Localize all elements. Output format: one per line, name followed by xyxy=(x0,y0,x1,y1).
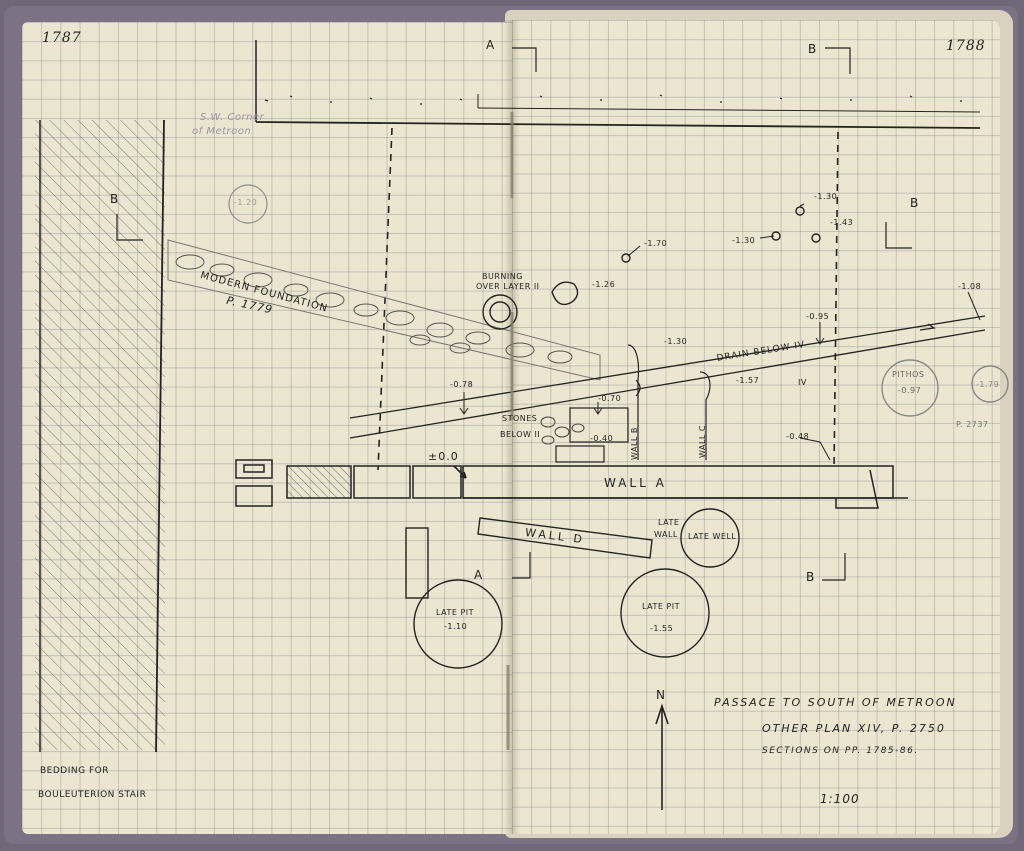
level-label: -1.57 xyxy=(736,376,760,385)
bedding-label-2: BOULEUTERION STAIR xyxy=(38,790,147,800)
sw-corner-label-2: of Metroon xyxy=(192,126,252,137)
binding-gutter xyxy=(504,20,520,834)
binding-stitch xyxy=(506,112,514,750)
level-label: -1.30 xyxy=(664,337,688,346)
north-arrow xyxy=(655,703,669,810)
page-number-right: 1788 xyxy=(946,38,986,54)
page-number-left: 1787 xyxy=(42,30,82,46)
late-wall-label: LATE xyxy=(658,518,680,527)
wall-c-label: WALL C xyxy=(698,425,707,458)
section-label: B xyxy=(910,196,920,210)
plan-title: PASSACE TO SOUTH OF METROON xyxy=(714,696,957,709)
level-label: -1.30 xyxy=(814,192,838,201)
wall-a xyxy=(235,459,908,509)
stones-label: STONES xyxy=(502,414,538,423)
north-boundary xyxy=(255,40,981,129)
level-label: -0.78 xyxy=(450,380,474,389)
plan-subtitle: OTHER PLAN XIV, P. 2750 xyxy=(762,722,946,735)
sections-reference: SECTIONS ON PP. 1785-86. xyxy=(762,746,919,756)
iv-label: IV xyxy=(798,378,807,387)
level-label: -1.08 xyxy=(958,282,982,291)
drain xyxy=(349,315,986,439)
section-label: B xyxy=(806,570,816,584)
modern-foundation xyxy=(167,239,601,381)
right-page xyxy=(512,20,1000,834)
pits xyxy=(228,184,1009,669)
pithos-level: -0.97 xyxy=(898,386,922,395)
burning-label: BURNING xyxy=(482,272,523,281)
wall-block xyxy=(405,527,429,599)
late-pit-level: -1.55 xyxy=(650,624,674,633)
sw-corner-label: S.W. Corner xyxy=(200,112,265,123)
stones-below-ii xyxy=(540,416,585,445)
level-label: -1.26 xyxy=(592,280,616,289)
level-label: -1.70 xyxy=(644,239,668,248)
level-label: -0.40 xyxy=(590,434,614,443)
late-well-label: LATE WELL xyxy=(688,532,737,541)
late-pit-level: -1.10 xyxy=(444,622,468,631)
bouleuterion-bedding xyxy=(35,119,165,753)
zero-level-label: ±0.0 xyxy=(428,450,459,463)
burning-label-2: OVER LAYER II xyxy=(476,282,540,291)
level-label: -1.20 xyxy=(234,198,258,207)
late-wall-label-2: WALL xyxy=(654,530,678,539)
level-label: -1.79 xyxy=(976,380,1000,389)
pithos-label: PITHOS xyxy=(892,370,925,379)
wall-d xyxy=(477,517,653,559)
level-label: -0.70 xyxy=(598,394,622,403)
stones-label-2: BELOW II xyxy=(500,430,541,439)
level-label: -1.43 xyxy=(830,218,854,227)
late-pit-label: LATE PIT xyxy=(436,608,475,617)
wall-b-label: WALL B xyxy=(630,427,639,460)
level-arrows xyxy=(453,203,981,479)
walls-b-c xyxy=(555,344,711,463)
level-label: -0.95 xyxy=(806,312,830,321)
level-label: -0.48 xyxy=(786,432,810,441)
section-label: A xyxy=(486,38,496,52)
late-pit-label: LATE PIT xyxy=(642,602,681,611)
bedding-label: BEDDING FOR xyxy=(40,766,109,776)
section-label: B xyxy=(808,42,818,56)
north-label: N xyxy=(656,688,666,702)
page-reference: P. 2737 xyxy=(956,420,989,429)
section-lines xyxy=(377,127,839,471)
section-label: B xyxy=(110,192,120,206)
section-label: A xyxy=(474,568,484,582)
level-label: -1.30 xyxy=(732,236,756,245)
wall-a-label: WALL A xyxy=(604,476,667,490)
plan-scale: 1:100 xyxy=(820,792,860,806)
